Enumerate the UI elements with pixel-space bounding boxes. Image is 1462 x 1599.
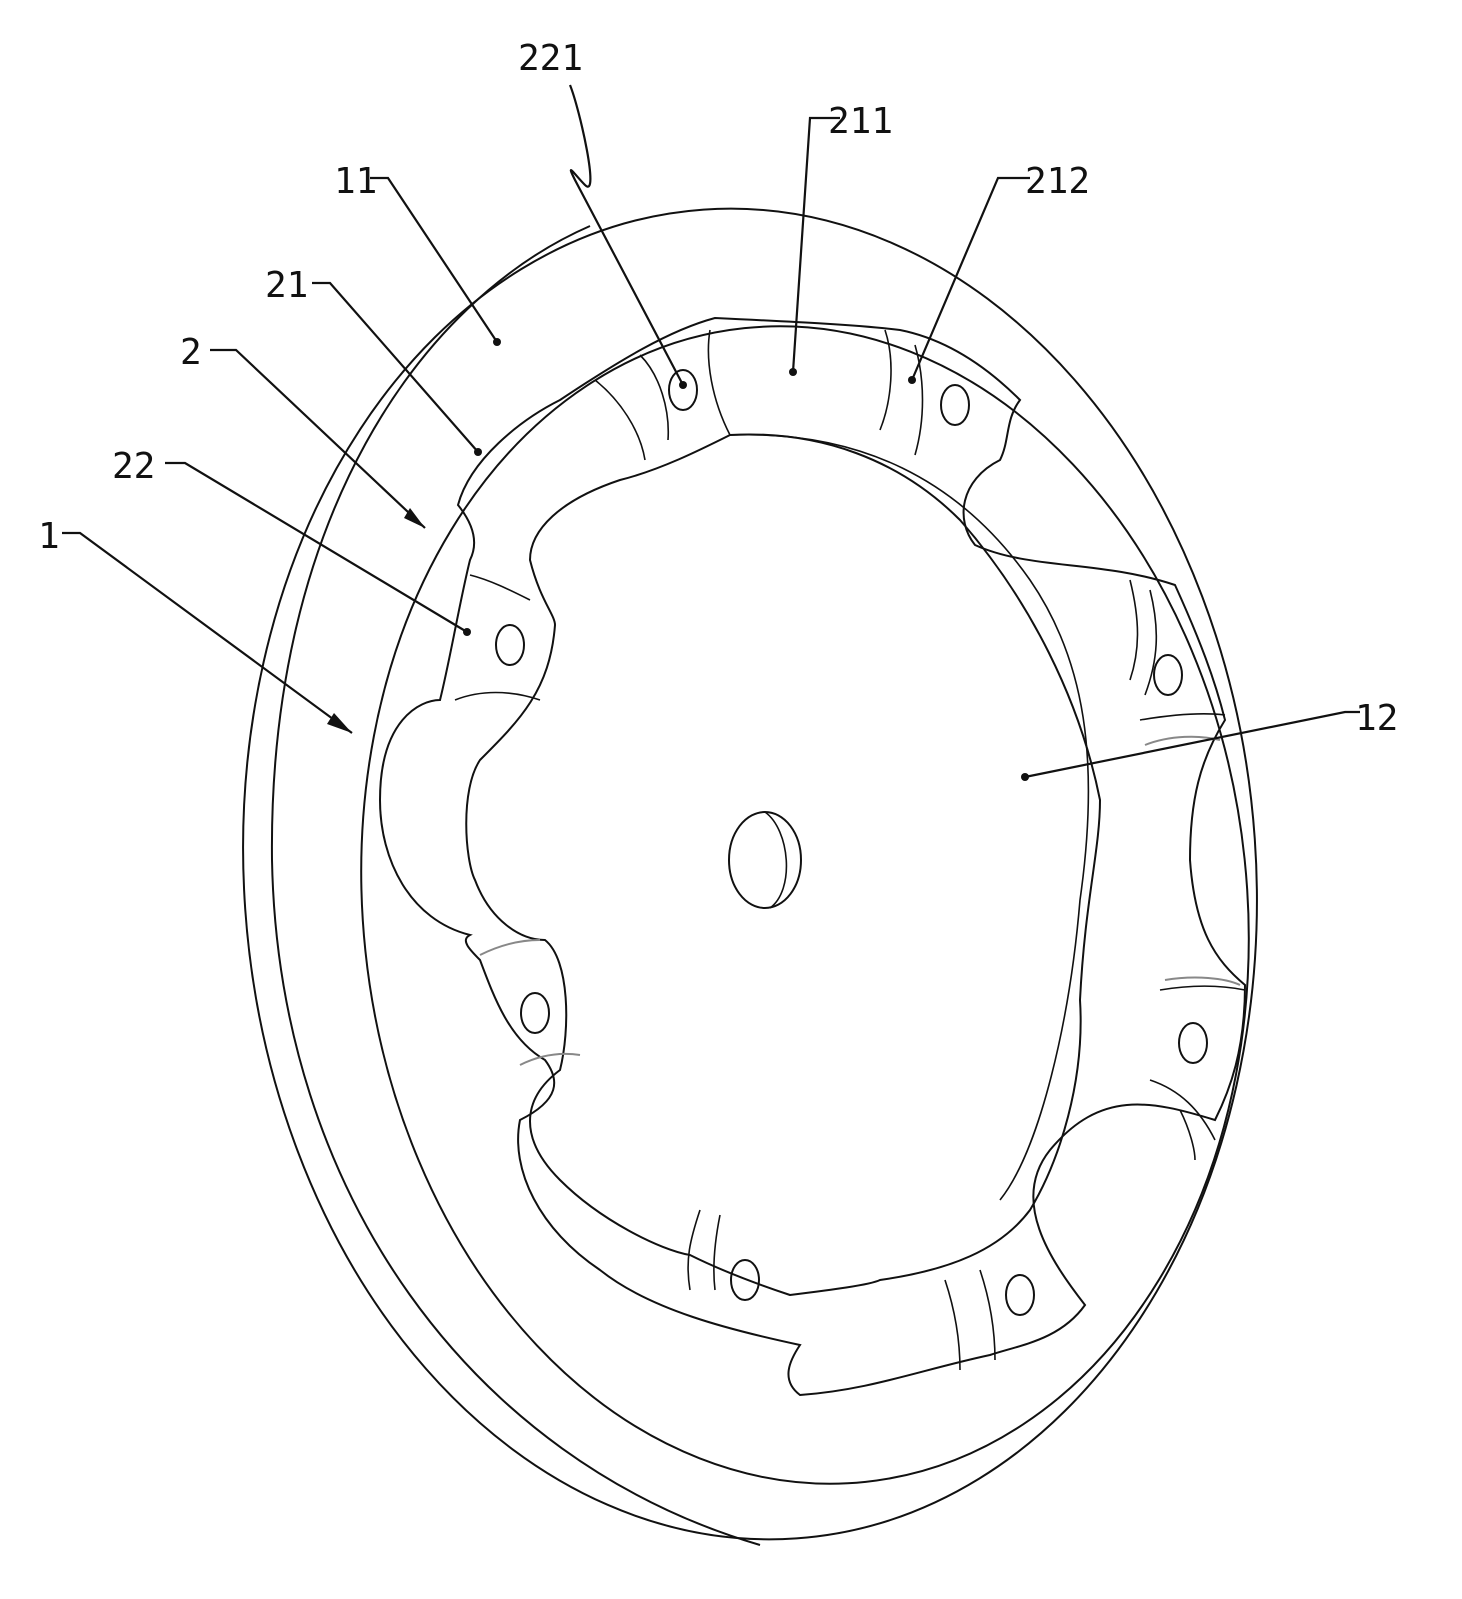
label-22: 22 bbox=[112, 446, 155, 487]
outer-disc-back-edge bbox=[270, 225, 761, 1546]
label-12: 12 bbox=[1355, 698, 1398, 739]
mounting-hole bbox=[730, 1259, 760, 1301]
label-11: 11 bbox=[334, 161, 377, 202]
center-hole-inner bbox=[764, 811, 788, 909]
mounting-hole bbox=[1005, 1274, 1035, 1316]
mounting-hole bbox=[940, 384, 970, 426]
mounting-hole bbox=[668, 369, 698, 411]
leader-221 bbox=[568, 84, 684, 386]
outer-disc-edge bbox=[242, 207, 1258, 1541]
leader-1 bbox=[62, 531, 353, 734]
leader-21 bbox=[312, 281, 479, 453]
segment-dividers bbox=[454, 329, 1246, 1371]
ring-outer-contour bbox=[378, 316, 1247, 1397]
face-ring-boundary bbox=[360, 325, 1250, 1485]
mounting-hole bbox=[495, 624, 525, 666]
mounting-hole bbox=[1178, 1022, 1208, 1064]
mounting-hole bbox=[520, 992, 550, 1034]
leader-12 bbox=[1024, 710, 1360, 779]
leader-2 bbox=[210, 348, 426, 529]
label-212: 212 bbox=[1025, 161, 1090, 202]
label-2: 2 bbox=[180, 332, 202, 373]
mounting-holes bbox=[495, 369, 1208, 1316]
ring-inner-contour bbox=[465, 433, 1102, 1297]
leader-lines bbox=[62, 84, 1360, 781]
mounting-hole bbox=[1153, 654, 1183, 696]
label-221: 221 bbox=[518, 38, 583, 79]
leader-22 bbox=[165, 461, 468, 633]
leader-212 bbox=[910, 176, 1030, 381]
leader-211 bbox=[791, 116, 840, 373]
central-disc-edge bbox=[729, 433, 1090, 1201]
label-21: 21 bbox=[265, 265, 308, 306]
leader-11 bbox=[370, 176, 498, 343]
label-211: 211 bbox=[828, 101, 893, 142]
label-1: 1 bbox=[38, 516, 60, 557]
center-hole bbox=[728, 811, 802, 909]
